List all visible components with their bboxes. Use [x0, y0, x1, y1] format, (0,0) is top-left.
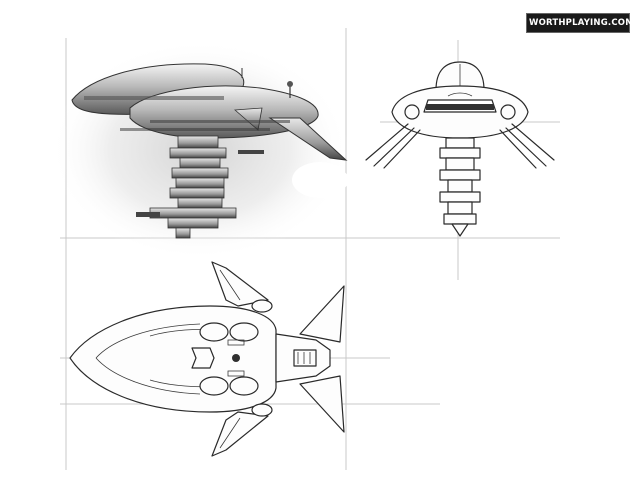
- top-view: [69, 261, 345, 457]
- watermark-text: WORTHPLAYING.COM: [529, 18, 634, 28]
- worthplaying-watermark: WORTHPLAYING.COM: [526, 13, 634, 33]
- front-view: [365, 61, 555, 237]
- perspective-view: [50, 40, 350, 260]
